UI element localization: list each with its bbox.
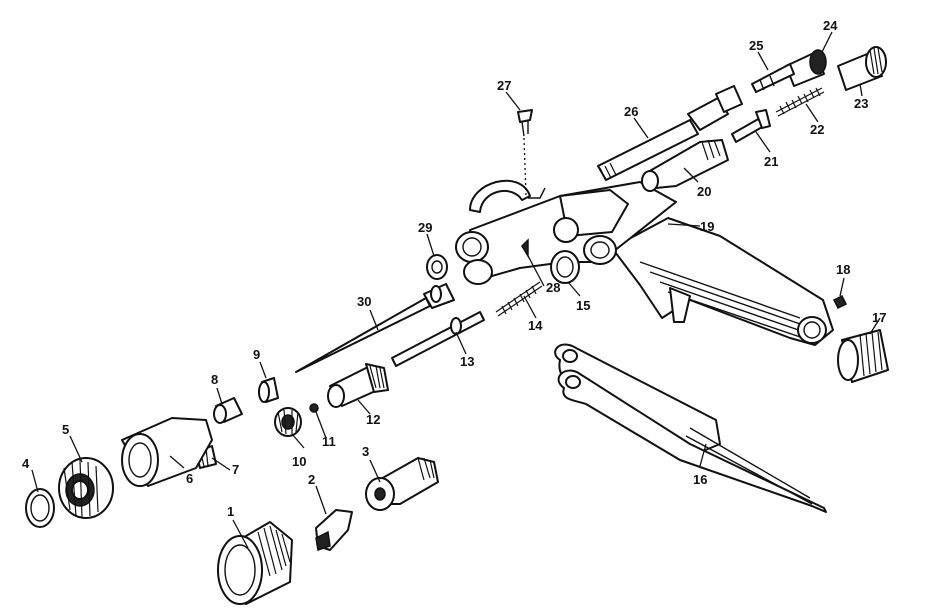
callout-25: 25 [749, 38, 763, 53]
callout-8: 8 [211, 372, 218, 387]
callout-30: 30 [357, 294, 371, 309]
callout-26: 26 [624, 104, 638, 119]
part-10-nut [274, 407, 302, 437]
part-13-rod [391, 311, 485, 367]
part-18-small-screw [832, 294, 848, 310]
callout-20: 20 [697, 184, 711, 199]
callout-19: 19 [700, 219, 714, 234]
callout-28: 28 [546, 280, 560, 295]
part-26-rod [597, 85, 743, 181]
callout-11: 11 [322, 434, 336, 449]
callout-2: 2 [308, 472, 315, 487]
part-8-sleeve [213, 397, 243, 424]
callout-17: 17 [872, 310, 886, 325]
part-11-ball [309, 403, 319, 413]
callout-15: 15 [576, 298, 590, 313]
callout-13: 13 [460, 354, 474, 369]
part-3-fluid-nozzle [365, 457, 439, 511]
callout-9: 9 [253, 347, 260, 362]
callout-23: 23 [854, 96, 868, 111]
part-12-packing-nut [327, 363, 389, 408]
leader-lines [31, 31, 881, 549]
part-14-spring [495, 281, 543, 317]
callout-22: 22 [810, 122, 824, 137]
part-22-spring [775, 87, 825, 117]
callout-14: 14 [528, 318, 543, 333]
callout-18: 18 [836, 262, 850, 277]
callout-16: 16 [693, 472, 707, 487]
part-30-needle [295, 283, 455, 373]
callout-3: 3 [362, 444, 369, 459]
callout-21: 21 [764, 154, 778, 169]
part-29-washer [426, 254, 448, 280]
callout-10: 10 [292, 454, 306, 469]
callout-6: 6 [186, 471, 193, 486]
part-16-wrench [554, 343, 827, 513]
part-27-screw [517, 109, 533, 197]
callout-27: 27 [497, 78, 511, 93]
part-23-cap [837, 46, 887, 91]
callout-4: 4 [22, 456, 30, 471]
part-6-nozzle-body [121, 417, 213, 487]
part-15-ring [550, 250, 580, 284]
part-1-retaining-ring [217, 521, 293, 605]
callout-29: 29 [418, 220, 432, 235]
part-21-valve-stem [731, 109, 771, 143]
part-4-gasket [25, 488, 55, 528]
callout-5: 5 [62, 422, 69, 437]
part-17-fitting [837, 329, 889, 383]
part-2-tip [315, 509, 353, 551]
callout-24: 24 [823, 18, 838, 33]
callout-12: 12 [366, 412, 380, 427]
part-5-knurled-ring [58, 457, 114, 519]
callout-7: 7 [232, 462, 239, 477]
part-25-stem [751, 63, 795, 93]
part-19-gun-body [455, 179, 834, 346]
callout-1: 1 [227, 504, 234, 519]
part-9-screw [258, 377, 279, 403]
callout-labels: 1 2 3 4 5 6 7 8 9 10 11 12 13 14 15 16 1… [22, 18, 886, 519]
part-20-valve [641, 139, 729, 192]
part-24-knob [785, 49, 827, 87]
